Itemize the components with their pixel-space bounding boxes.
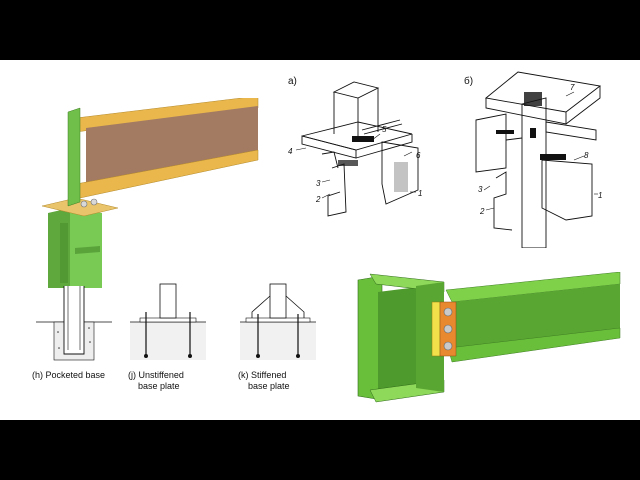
beam-web bbox=[86, 106, 258, 188]
caption-stiffened-base-plate: (k) Stiffened base plate bbox=[238, 370, 290, 391]
beam-column-3d-figure bbox=[41, 98, 259, 288]
secondary-beam-web bbox=[452, 284, 620, 348]
unstiffened-base-drawing bbox=[130, 283, 206, 360]
callout-b-1: 1 bbox=[598, 191, 602, 200]
callout-a-6: 6 bbox=[416, 151, 421, 160]
callout-a-1: 1 bbox=[418, 189, 422, 198]
slide-content: 5 6 1 3 2 4 а) bbox=[0, 60, 640, 420]
callout-b-7: 7 bbox=[570, 83, 575, 92]
caption-pocketed-base: (h) Pocketed base bbox=[32, 370, 106, 380]
cap-plate bbox=[41, 197, 119, 217]
joint-drawing-a: 5 6 1 3 2 4 bbox=[288, 81, 422, 217]
caption-unstiffened-base-plate: (j) Unstiffened base plate bbox=[128, 370, 184, 391]
callout-b-8: 8 bbox=[584, 151, 589, 160]
joint-drawing-b: 7 8 1 3 2 bbox=[475, 71, 602, 248]
callout-a-5: 5 bbox=[382, 125, 387, 134]
callout-b-3: 3 bbox=[478, 185, 483, 194]
ibeam-connection-3d-figure bbox=[357, 272, 621, 403]
secondary-beam-bottom bbox=[447, 327, 621, 363]
yellow-shim bbox=[431, 301, 441, 357]
pocketed-base-drawing bbox=[36, 286, 112, 361]
callout-a-3: 3 bbox=[316, 179, 321, 188]
bolt bbox=[443, 341, 453, 351]
bolt bbox=[443, 307, 453, 317]
callout-b-2: 2 bbox=[479, 207, 485, 216]
stiffened-base-drawing bbox=[240, 283, 316, 360]
main-member-web bbox=[378, 286, 426, 392]
panel-label-a: а) bbox=[288, 76, 297, 87]
callout-a-2: 2 bbox=[315, 195, 321, 204]
end-plate bbox=[67, 107, 81, 207]
bolt bbox=[443, 324, 453, 334]
panel-label-b: б) bbox=[464, 76, 474, 87]
callout-a-4: 4 bbox=[288, 147, 293, 156]
